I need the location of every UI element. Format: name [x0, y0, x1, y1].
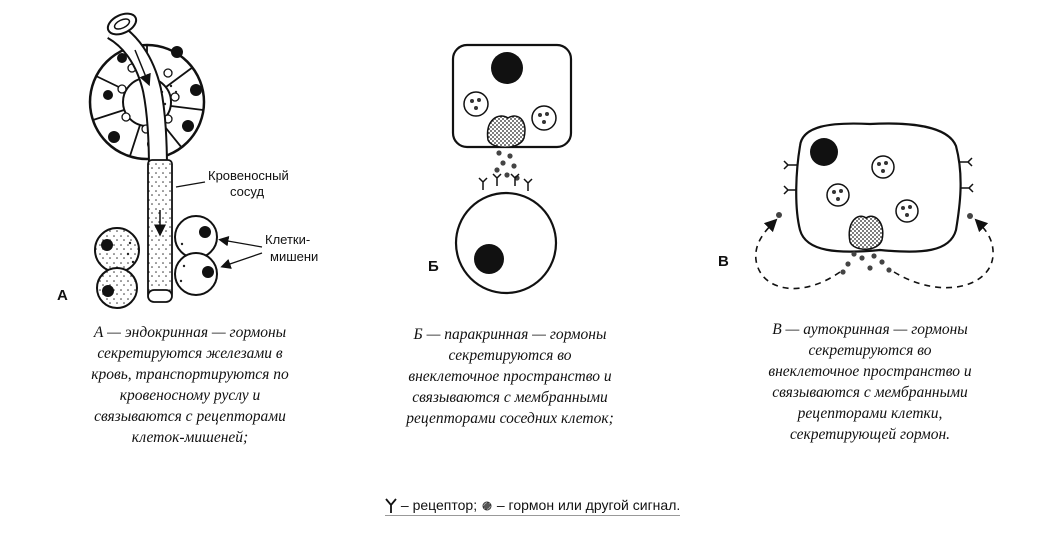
caption-c-line: связываются с мембранными	[772, 384, 968, 401]
caption-c-line: рецепторами клетки,	[797, 405, 943, 422]
vessel-label-line1: Кровеносный	[208, 168, 289, 183]
caption-a-line: связываются с рецепторами	[94, 408, 286, 425]
panel-c-autocrine: В	[718, 122, 994, 290]
caption-a-line: кровь, транспортируются по	[91, 366, 289, 383]
released-signal-c	[840, 251, 892, 275]
caption-c-line: В — аутокринная — гормоны	[772, 321, 968, 338]
panel-b-letter: Б	[428, 258, 439, 275]
vessel-label-line2: сосуд	[230, 184, 264, 199]
target-cells	[94, 215, 263, 309]
secretory-vesicles-b	[463, 91, 557, 148]
caption-c-line: секретирующей гормон.	[789, 426, 951, 443]
caption-b-line: Б — паракринная — гормоны	[413, 326, 607, 343]
caption-b-line: рецепторами соседних клеток;	[406, 410, 614, 427]
nucleus-c	[810, 138, 838, 166]
secretory-vesicles-c	[826, 155, 919, 250]
panel-a-letter: А	[57, 287, 68, 304]
caption-a-line: клеток-мишеней;	[131, 429, 249, 446]
neighbor-cell	[454, 191, 558, 295]
hormone-signal-icon	[482, 501, 492, 511]
caption-a: А — эндокринная — гормоны секретируются …	[40, 322, 340, 448]
nucleus-b-bottom	[474, 244, 504, 274]
receptors-b	[478, 173, 533, 191]
caption-c-line: секретируются во	[808, 342, 932, 359]
nucleus-b-top	[491, 52, 523, 84]
return-path-right	[893, 218, 994, 289]
caption-b-line: секретируются во	[448, 347, 572, 364]
caption-c-line: внеклеточное пространство и	[768, 363, 972, 380]
caption-a-line: А — эндокринная — гормоны	[93, 324, 287, 341]
caption-b-line: связываются с мембранными	[412, 389, 608, 406]
legend-receptor-text: – рецептор;	[400, 497, 478, 513]
caption-c: В — аутокринная — гормоны секретируются …	[720, 319, 1020, 445]
target-label-line1: Клетки-	[265, 232, 310, 247]
blood-vessel	[106, 12, 206, 303]
receptors-c	[783, 157, 974, 195]
receptor-icon	[385, 498, 397, 514]
released-signal-b	[494, 150, 520, 181]
caption-a-line: кровеносному руслу и	[119, 387, 261, 404]
panel-b-paracrine: Б	[428, 43, 573, 295]
return-path-left	[754, 218, 841, 290]
panel-c-letter: В	[718, 253, 729, 270]
panel-a-endocrine: Кровеносный сосуд Клетки- мишени А	[57, 12, 318, 309]
caption-b: Б — паракринная — гормоны секретируются …	[360, 324, 660, 429]
caption-b-line: внеклеточное пространство и	[408, 368, 612, 385]
caption-a-line: секретируются железами в	[97, 345, 283, 362]
legend-hormone-text: – гормон или другой сигнал.	[496, 497, 681, 513]
target-label-line2: мишени	[270, 249, 318, 264]
legend: – рецептор; – гормон или другой сигнал.	[385, 497, 681, 517]
